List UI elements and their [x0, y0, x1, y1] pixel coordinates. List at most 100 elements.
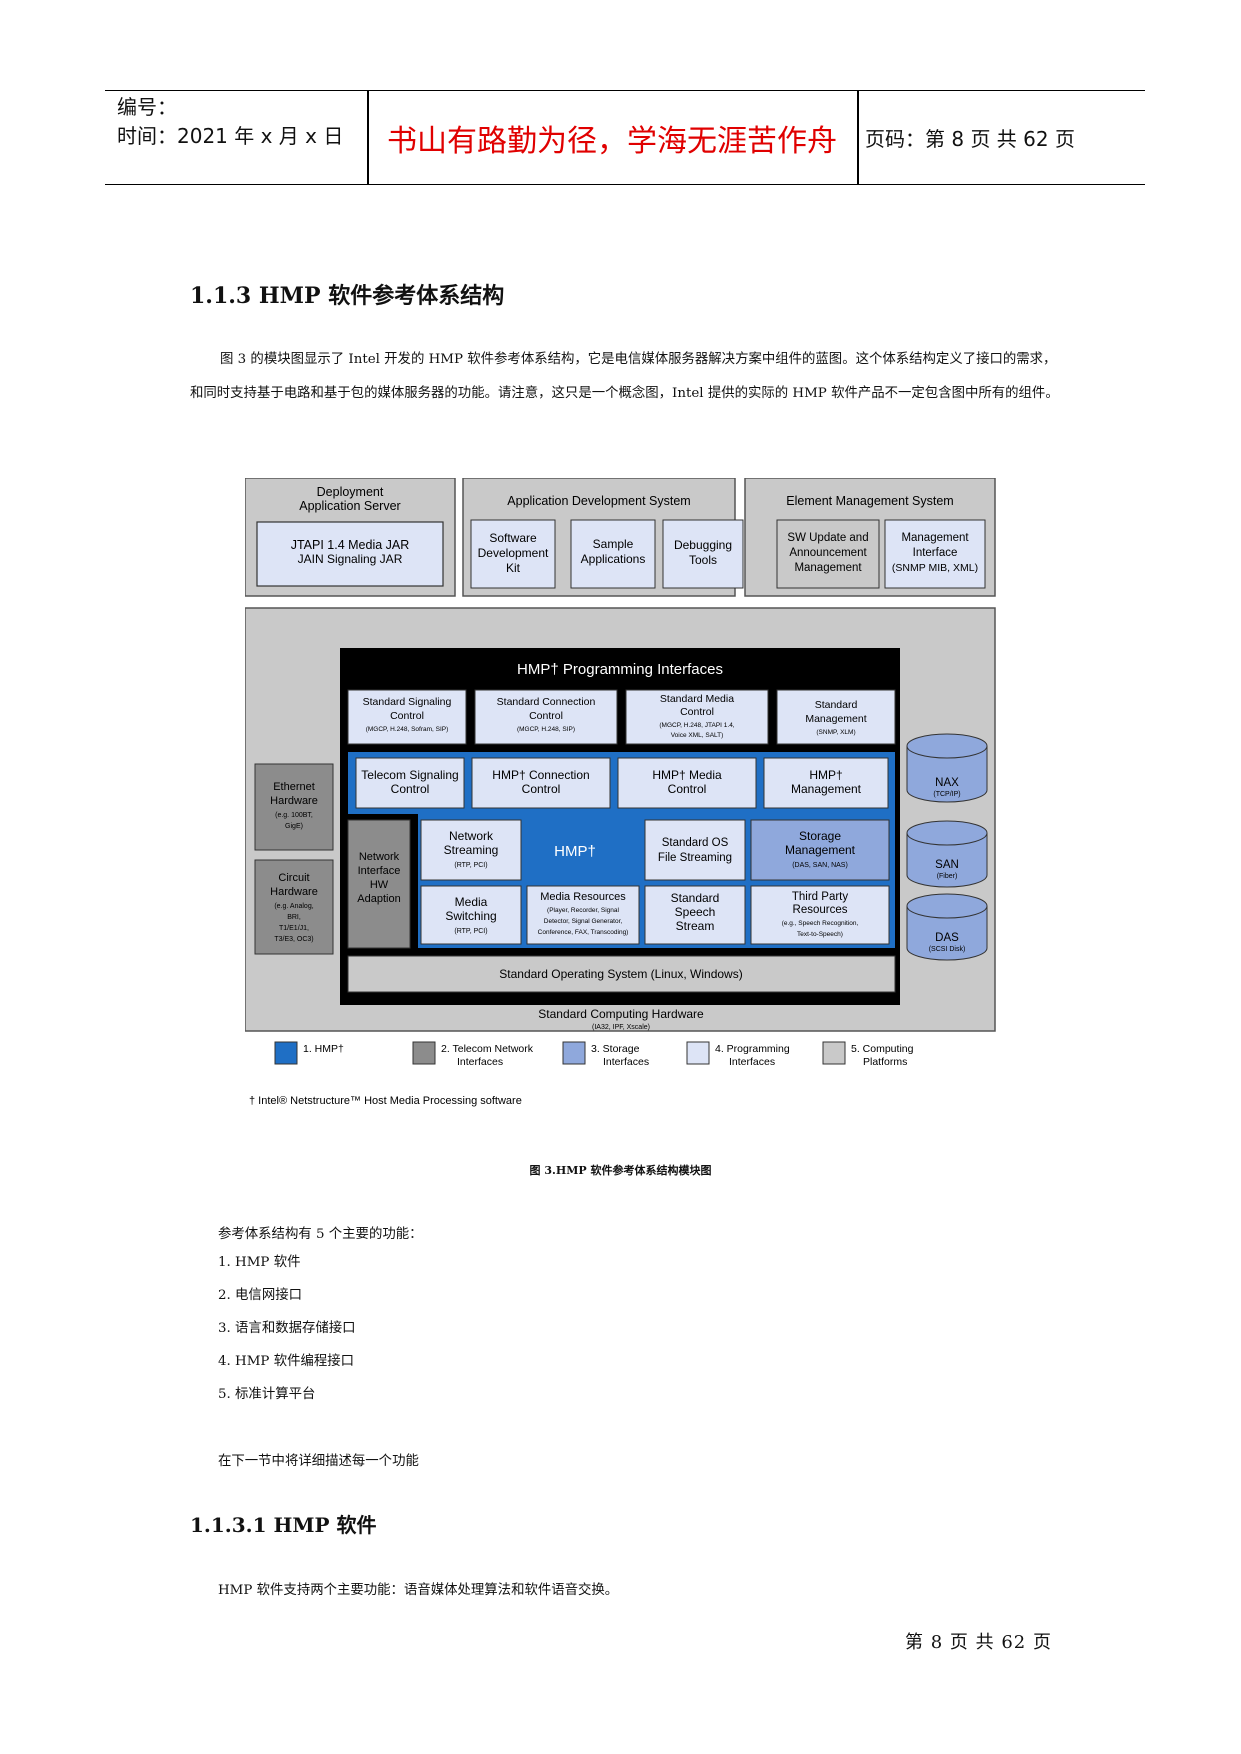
row2-line: HMP† Connection: [492, 768, 589, 782]
legend-label: Platforms: [863, 1056, 907, 1068]
third-line: (e.g., Speech Recognition,: [782, 920, 859, 927]
legend-swatch-hmp: [274, 1041, 298, 1065]
prog-mgmt-line: Management: [805, 713, 866, 725]
row2-boxes: Telecom Signaling Control HMP† Connectio…: [355, 757, 889, 809]
legend-swatch-computing: [822, 1041, 846, 1065]
subsection-text: HMP 软件支持两个主要功能：语音媒体处理算法和软件语音交换。: [218, 1583, 619, 1598]
ads-title: Application Development System: [507, 494, 690, 508]
circ-line: BRI,: [287, 914, 301, 921]
netstream-line: Network: [449, 829, 494, 843]
mres-line: Media Resources: [540, 891, 626, 903]
subsection-title: 1.1.3.1 HMP 软件: [190, 1513, 377, 1537]
netstream-line: (RTP, PCI): [454, 862, 487, 869]
os-stream-box: [644, 819, 746, 881]
prog-conn-line: Control: [529, 710, 563, 722]
row2-line: HMP†: [809, 768, 842, 782]
list-item: 3. 语言和数据存储接口: [218, 1321, 356, 1336]
prog-mgmt-line: Standard: [815, 699, 858, 711]
disk-line: NAX: [935, 777, 959, 789]
list-item: 2. 电信网接口: [218, 1288, 302, 1303]
circ-line: T1/E1/J1,: [279, 925, 309, 932]
storage-line: (DAS, SAN, NAS): [792, 862, 848, 869]
legend-label: 3. Storage: [591, 1043, 640, 1055]
eth-line: Hardware: [270, 795, 318, 807]
disk-line: SAN: [935, 859, 959, 871]
disk-line: (SCSI Disk): [929, 946, 966, 953]
osstream-line: File Streaming: [658, 852, 732, 864]
mres-line: Conference, FAX, Transcoding): [538, 929, 629, 936]
prog-conn-line: Standard Connection: [497, 696, 596, 708]
prog-media-line: Voice XML, SALT): [671, 732, 724, 739]
page-footer: 第 8 页 共 62 页: [905, 1632, 1052, 1653]
ads-sdk-line: Development: [478, 546, 549, 560]
row2-line: Management: [791, 782, 862, 796]
speech-line: Stream: [676, 919, 715, 933]
header-meta: 编号： 时间：2021 年 x 月 x 日: [117, 93, 367, 151]
prog-conn-line: (MGCP, H.248, SIP): [517, 726, 575, 733]
prog-media-line: Control: [680, 706, 714, 718]
section-title: 1.1.3 HMP 软件参考体系结构: [190, 283, 505, 309]
disk-line: DAS: [935, 932, 959, 944]
legend-label: 1. HMP†: [303, 1043, 344, 1055]
speech-stream-box: [644, 885, 746, 945]
legend-swatch-telecom: [412, 1041, 436, 1065]
functions-next: 在下一节中将详细描述每一个功能: [218, 1454, 419, 1469]
ems-title: Element Management System: [786, 494, 953, 508]
legend-swatch-storage: [562, 1041, 586, 1065]
architecture-diagram: Deployment Application Server JTAPI 1.4 …: [245, 478, 996, 1107]
functions-list: 1. HMP 软件 2. 电信网接口 3. 语言和数据存储接口 4. HMP 软…: [218, 1250, 356, 1415]
prog-media-line: (MGCP, H.248, JTAPI 1.4,: [659, 722, 734, 729]
circ-line: (e.g. Analog,: [274, 903, 313, 910]
network-if-box: [347, 819, 411, 949]
circ-line: Circuit: [278, 872, 309, 884]
row2-line: Control: [668, 782, 707, 796]
os-bar-label: Standard Operating System (Linux, Window…: [499, 967, 742, 981]
prog-sig-line: Standard Signaling: [363, 696, 452, 708]
netif-line: Adaption: [357, 893, 400, 905]
ethernet-box: [254, 763, 334, 851]
time-label: 时间：2021 年 x 月 x 日: [117, 124, 344, 148]
legend: 1. HMP† 2. Telecom Network Interfaces 3.…: [274, 1041, 914, 1068]
mswitch-line: Switching: [445, 909, 496, 923]
net-stream-box: [420, 819, 522, 881]
os-bar: [347, 955, 896, 993]
legend-label: 5. Computing: [851, 1043, 914, 1055]
eth-line: Ethernet: [273, 781, 315, 793]
functions-lead: 参考体系结构有 5 个主要的功能：: [218, 1227, 423, 1242]
circ-line: Hardware: [270, 886, 318, 898]
ads-sample-line: Applications: [581, 552, 646, 566]
hmp-core-label: HMP†: [554, 843, 596, 860]
eth-line: (e.g. 100BT,: [275, 812, 313, 819]
ads-sdk-line: Software: [489, 531, 537, 545]
row2-line: Control: [391, 782, 430, 796]
storage-line: Management: [785, 843, 856, 857]
ems-mgmt-box: [884, 519, 986, 589]
row2-line: Control: [522, 782, 561, 796]
number-label: 编号：: [117, 95, 177, 119]
osstream-line: Standard OS: [662, 837, 729, 849]
prog-title: HMP† Programming Interfaces: [517, 661, 723, 678]
third-line: Text-to-Speech): [797, 931, 843, 938]
figure-caption: 图 3.HMP 软件参考体系结构模块图: [529, 1164, 712, 1177]
header-page-info: 页码：第 8 页 共 62 页: [865, 127, 1075, 151]
legend-label: Interfaces: [729, 1056, 775, 1068]
section-intro: 图 3 的模块图显示了 Intel 开发的 HMP 软件参考体系结构，它是电信媒…: [190, 352, 1059, 401]
third-line: Third Party: [792, 891, 848, 903]
jar-box: [256, 521, 444, 587]
mswitch-line: (RTP, PCI): [454, 928, 487, 935]
figure-footnote: † Intel® Netstructure™ Host Media Proces…: [249, 1095, 522, 1107]
circ-line: T3/E3, OC3): [274, 936, 313, 943]
ads-boxes: Software Development Kit Sample Applicat…: [470, 519, 744, 589]
legend-label: Interfaces: [603, 1056, 649, 1068]
ems-sw-line: Management: [794, 562, 862, 574]
netif-line: HW: [370, 879, 389, 891]
speech-line: Standard: [671, 891, 720, 905]
speech-line: Speech: [675, 905, 716, 919]
list-item: 4. HMP 软件编程接口: [218, 1354, 355, 1369]
ems-sw-line: SW Update and: [787, 532, 868, 544]
ems-mgmt-line: Interface: [913, 547, 958, 559]
row2-line: HMP† Media: [652, 768, 722, 782]
ems-mgmt-line: Management: [901, 532, 969, 544]
ads-sdk-line: Kit: [506, 561, 521, 575]
disk-line: (TCP/IP): [933, 791, 960, 798]
